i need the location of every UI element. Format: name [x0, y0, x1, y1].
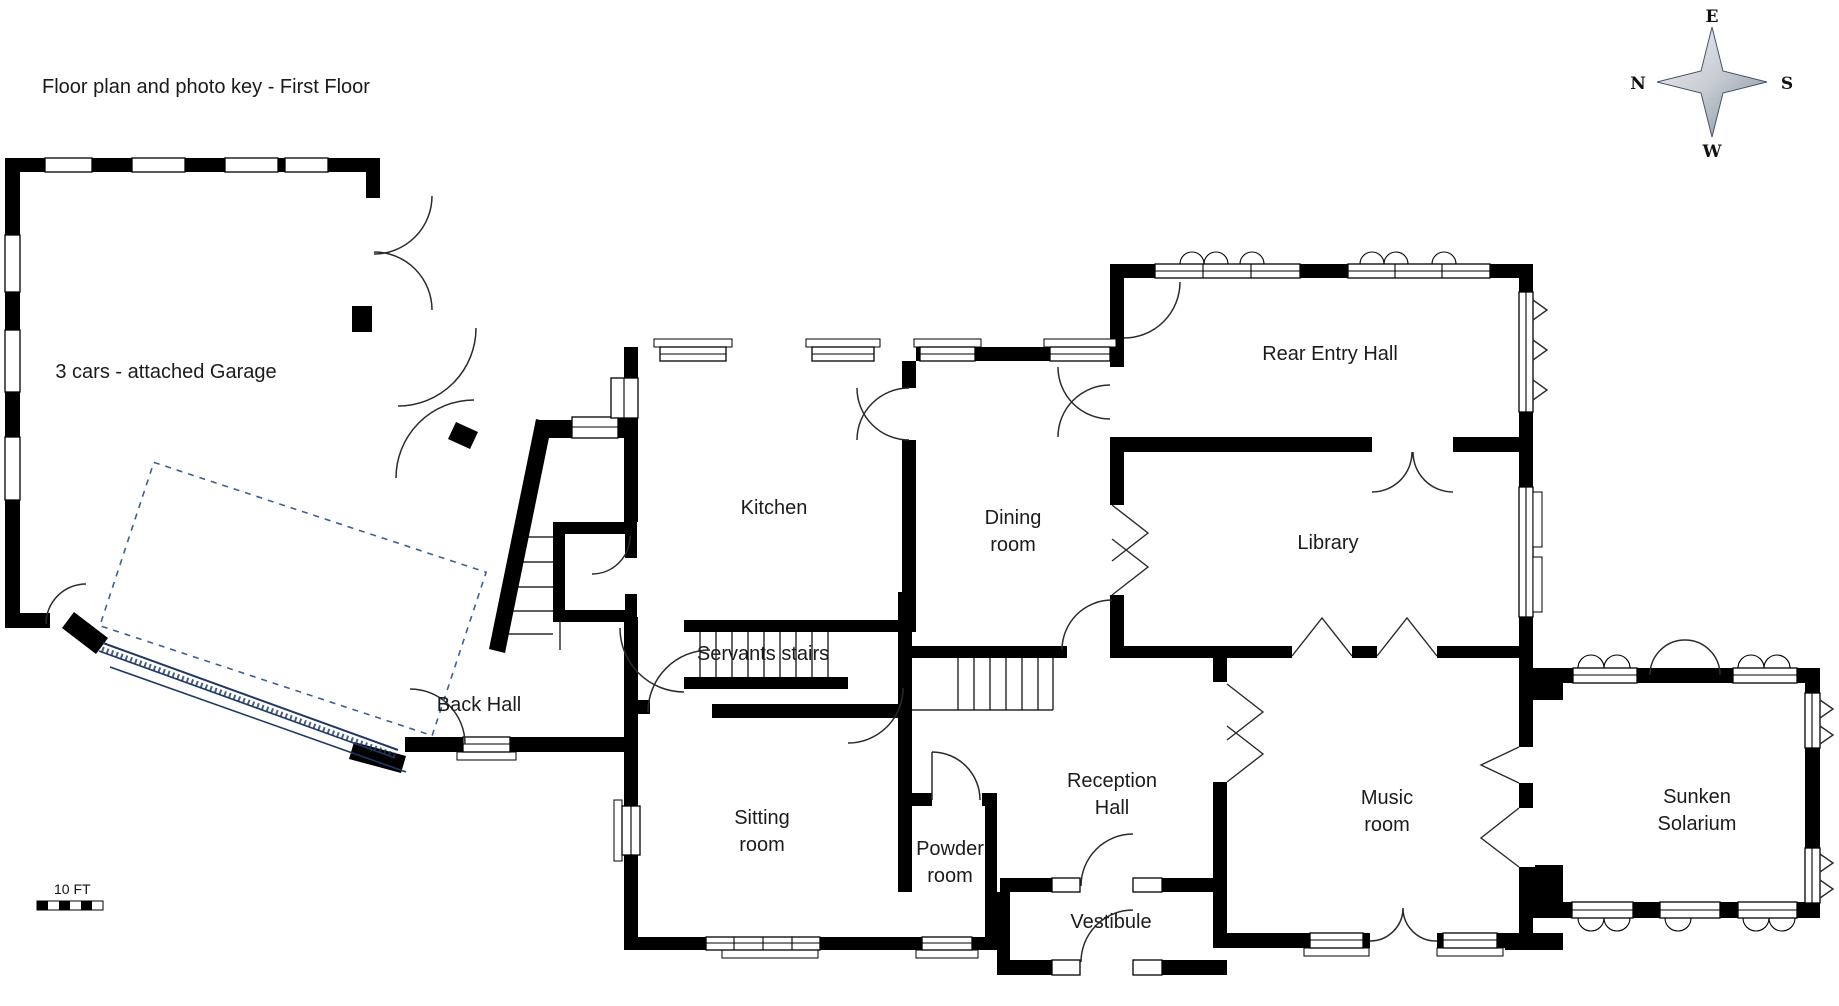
room-label-music-1: Music — [1361, 787, 1413, 809]
compass-right-label: S — [1781, 74, 1793, 94]
compass-left-label: N — [1630, 74, 1646, 94]
page-title: Floor plan and photo key - First Floor — [42, 76, 370, 98]
room-label-dining-2: room — [990, 534, 1036, 556]
windows-layer — [4, 157, 1835, 976]
back-stairs — [500, 536, 561, 650]
labels-layer: Floor plan and photo key - First Floor 3… — [42, 76, 1736, 933]
room-label-back-hall: Back Hall — [437, 694, 521, 716]
room-label-vestibule: Vestibule — [1070, 911, 1151, 933]
room-label-rear-entry-hall: Rear Entry Hall — [1262, 343, 1398, 365]
compass-bottom-label: W — [1701, 142, 1722, 162]
room-label-library: Library — [1297, 532, 1358, 554]
main-staircase — [908, 657, 1054, 711]
room-label-music-2: room — [1364, 814, 1410, 836]
servants-stairs — [699, 632, 829, 677]
compass-rose-icon: E N S W — [1630, 7, 1793, 162]
scale-bar: 10 FT — [36, 881, 104, 911]
room-label-powder-1: Powder — [916, 838, 984, 860]
compass-top-label: E — [1706, 7, 1719, 27]
room-label-powder-2: room — [927, 865, 973, 887]
room-label-solarium-2: Solarium — [1658, 813, 1737, 835]
room-label-sitting-1: Sitting — [734, 807, 790, 829]
room-label-sitting-2: room — [739, 834, 785, 856]
room-label-dining-1: Dining — [985, 507, 1042, 529]
driveway-outline — [98, 461, 488, 737]
room-label-reception-2: Hall — [1095, 797, 1129, 819]
room-label-servants-stairs: Servants stairs — [697, 643, 829, 665]
scale-label: 10 FT — [54, 881, 91, 897]
room-label-kitchen: Kitchen — [741, 497, 808, 519]
garage-ramp — [98, 642, 407, 773]
room-label-reception-1: Reception — [1067, 770, 1157, 792]
room-label-solarium-1: Sunken — [1663, 786, 1731, 808]
doors-layer — [45, 195, 1721, 963]
cased-openings-layer — [1111, 504, 1520, 868]
walls-layer — [5, 158, 1820, 975]
room-label-garage: 3 cars - attached Garage — [55, 361, 276, 383]
